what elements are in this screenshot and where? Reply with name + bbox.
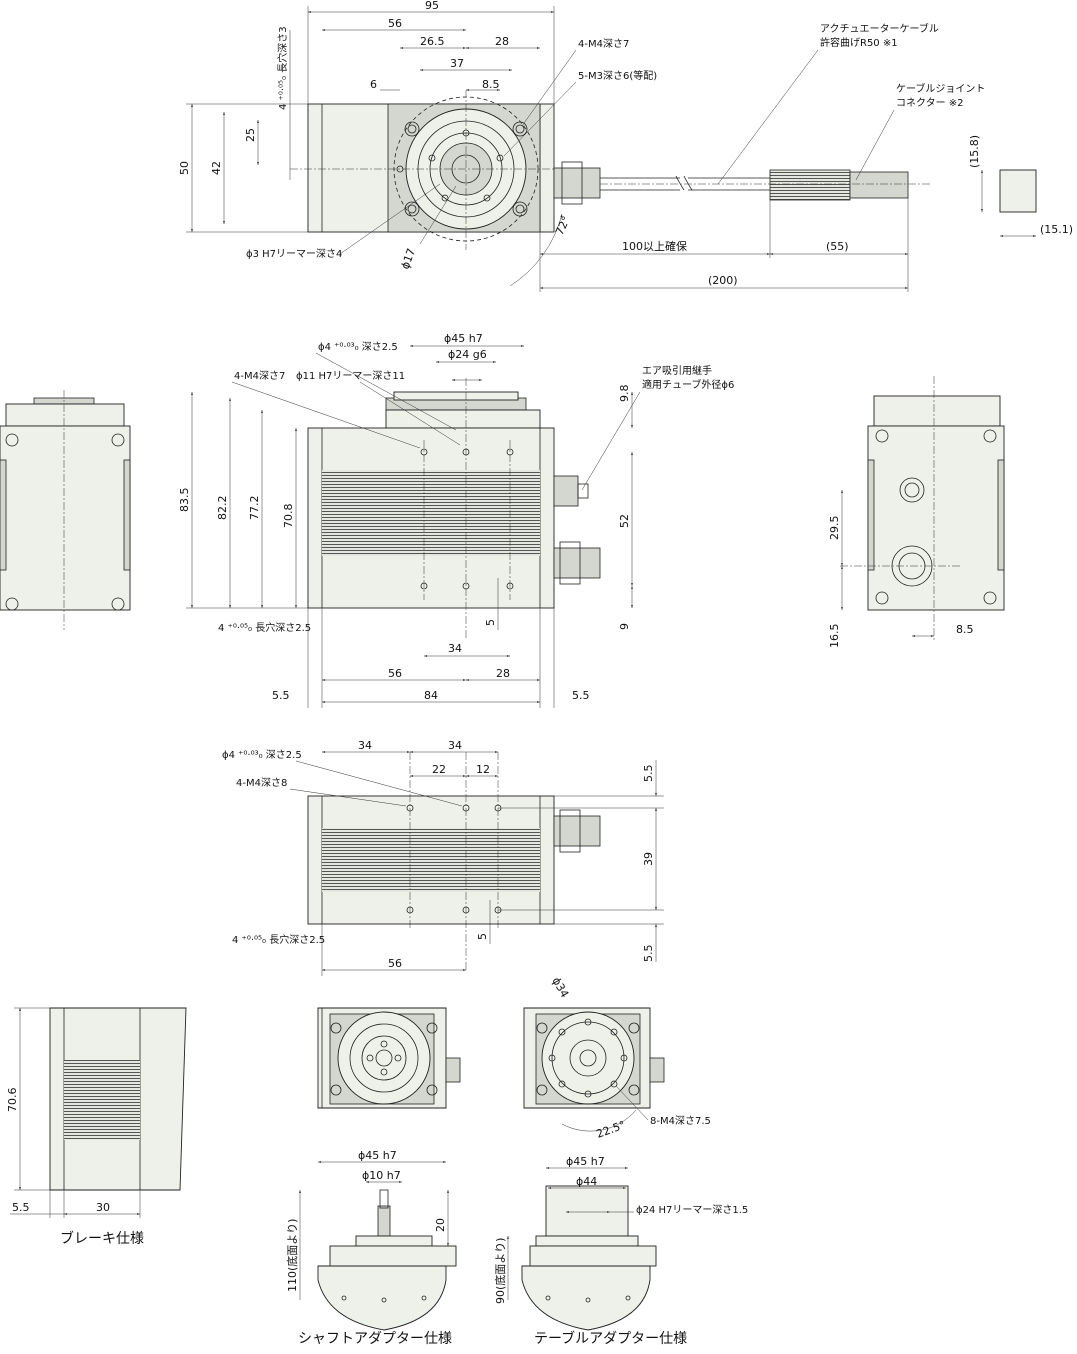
dim-34: 34 [448,642,462,655]
dim-55: (55) [826,240,849,253]
dim-200: (200) [708,274,738,287]
dim-8-5: 8.5 [482,78,500,91]
dim-28: 28 [495,35,509,48]
joint-label-2: コネクター ※2 [896,97,964,109]
air-label-2: 適用チューブ外径ϕ6 [642,378,734,391]
dim-90: 90(底面より) [493,1238,507,1304]
reamer-label-table: ϕ24 H7リーマー深さ1.5 [636,1204,748,1216]
dim-26-5: 26.5 [420,35,445,48]
right-side-body [867,425,1005,611]
air-label-1: エア吸引用継手 [642,364,712,377]
dim-37: 37 [450,57,464,70]
m3-label: 5-M3深さ6(等配) [578,69,657,82]
dim-70-8: 70.8 [282,504,295,529]
dim-56-front: 56 [388,667,402,680]
dim-52: 52 [618,514,631,528]
table-adapter-base [521,1265,651,1331]
dim-5-5-right: 5.5 [572,689,590,702]
dim-phi45: ϕ45 h7 [444,332,483,345]
dim-5-5-brake: 5.5 [12,1201,30,1214]
cable-connector [553,167,601,199]
hole-label: ϕ4 ⁺⁰·⁰³₀ 深さ2.5 [318,341,398,353]
dim-34-bottom-a: 34 [358,739,372,752]
table-top-view: ϕ34 22.5° 8-M4深さ7.5 [523,975,711,1141]
dim-70-6: 70.6 [6,1088,19,1113]
dim-100: 100以上確保 [622,239,687,253]
dim-15-1: (15.1) [1040,223,1073,236]
slot-label-bottom: 4 ⁺⁰·⁰⁵₀ 長穴深さ2.5 [232,933,325,946]
dim-50: 50 [178,161,191,175]
dim-phi10: ϕ10 h7 [362,1169,401,1182]
dim-5-5-bottom-a: 5.5 [642,765,655,783]
cable-label-1: アクチュエーターケーブル [820,22,939,35]
dim-phi45-table: ϕ45 h7 [566,1155,605,1168]
reamer-label-front: ϕ11 H7リーマー深さ11 [296,370,405,382]
cable-label-2: 許容曲げR50 ※1 [820,36,898,49]
dim-25: 25 [244,128,257,142]
reamer-label: ϕ3 H7リーマー深さ4 [246,248,342,260]
dim-29-5: 29.5 [828,516,841,541]
m4-label-table: 8-M4深さ7.5 [650,1115,711,1127]
dim-56: 56 [388,17,402,30]
slot-label-front: 4 ⁺⁰·⁰⁵₀ 長穴深さ2.5 [218,621,311,634]
slot-label: 4 ⁺⁰·⁰⁵₀ 長穴深さ3 [276,26,289,110]
dim-95: 95 [425,0,439,12]
shaft-top-view [317,1007,461,1109]
dim-phi17: ϕ17 [399,247,418,271]
dim-39: 39 [642,852,655,866]
dim-5-5-bottom-b: 5.5 [642,945,655,963]
dim-30: 30 [96,1201,110,1214]
dim-9: 9 [618,623,631,630]
dim-42: 42 [210,161,223,175]
dim-16-5: 16.5 [828,624,841,649]
left-side-body [0,425,131,611]
hole-label-bottom: ϕ4 ⁺⁰·⁰³₀ 深さ2.5 [222,749,302,761]
dim-6: 6 [370,78,377,91]
dim-5: 5 [484,619,497,626]
connector-end-view [999,169,1037,213]
front-view: ϕ45 h7 ϕ24 g6 ϕ4 ⁺⁰·⁰³₀ 深さ2.5 4-M4深さ7 ϕ1… [178,332,734,708]
bottom-view: 34 34 22 12 56 5.5 39 5.5 5 ϕ4 ⁺⁰·⁰³₀ 深さ… [222,739,664,976]
dim-20: 20 [434,1218,447,1232]
dim-5-bottom: 5 [476,933,489,940]
brake-view: 70.6 30 5.5 ブレーキ仕様 [6,1007,187,1247]
m4-label: 4-M4深さ7 [578,38,629,50]
dim-5-5-left: 5.5 [272,689,290,702]
dim-34-bottom-b: 34 [448,739,462,752]
dim-110: 110(底面より) [285,1219,299,1292]
brake-caption: ブレーキ仕様 [60,1230,144,1247]
dim-22: 22 [432,763,446,776]
dim-9-8: 9.8 [618,385,631,403]
dim-15-8: (15.8) [968,135,981,168]
m4-label-bottom: 4-M4深さ8 [236,777,287,789]
shaft-adapter-base [317,1265,447,1331]
dim-56-bottom: 56 [388,957,402,970]
m4-label-front: 4-M4深さ7 [234,370,285,382]
right-side-view: 29.5 16.5 8.5 [828,376,1005,649]
dim-12: 12 [476,763,490,776]
dim-83-5: 83.5 [178,488,191,513]
dim-84: 84 [424,689,438,702]
dim-phi44: ϕ44 [576,1175,597,1188]
dim-82-2: 82.2 [216,496,229,521]
table-adapter-caption: テーブルアダプター仕様 [534,1330,687,1347]
dim-phi24: ϕ24 g6 [448,348,487,361]
dim-phi45-shaft: ϕ45 h7 [358,1149,397,1162]
joint-label-1: ケーブルジョイント [896,82,985,95]
dim-72-deg: 72° [553,214,573,237]
top-view: 95 56 26.5 28 37 6 8.5 50 42 25 4 ⁺⁰·⁰⁵₀… [178,0,1073,292]
dim-phi34: ϕ34 [549,975,571,1000]
dim-22-5-deg: 22.5° [595,1118,628,1140]
shaft-adapter-view: ϕ45 h7 ϕ10 h7 20 110(底面より) シャフトアダプター仕様 [285,1149,457,1347]
dim-8-5-side: 8.5 [956,623,974,636]
table-adapter-view: ϕ45 h7 ϕ44 ϕ24 H7リーマー深さ1.5 90(底面より) テーブル… [493,1155,748,1347]
dim-28-front: 28 [496,667,510,680]
left-side-view [0,390,131,630]
table-adapter-disc [545,1185,629,1237]
dim-77-2: 77.2 [248,496,261,521]
shaft-adapter-caption: シャフトアダプター仕様 [298,1331,452,1347]
